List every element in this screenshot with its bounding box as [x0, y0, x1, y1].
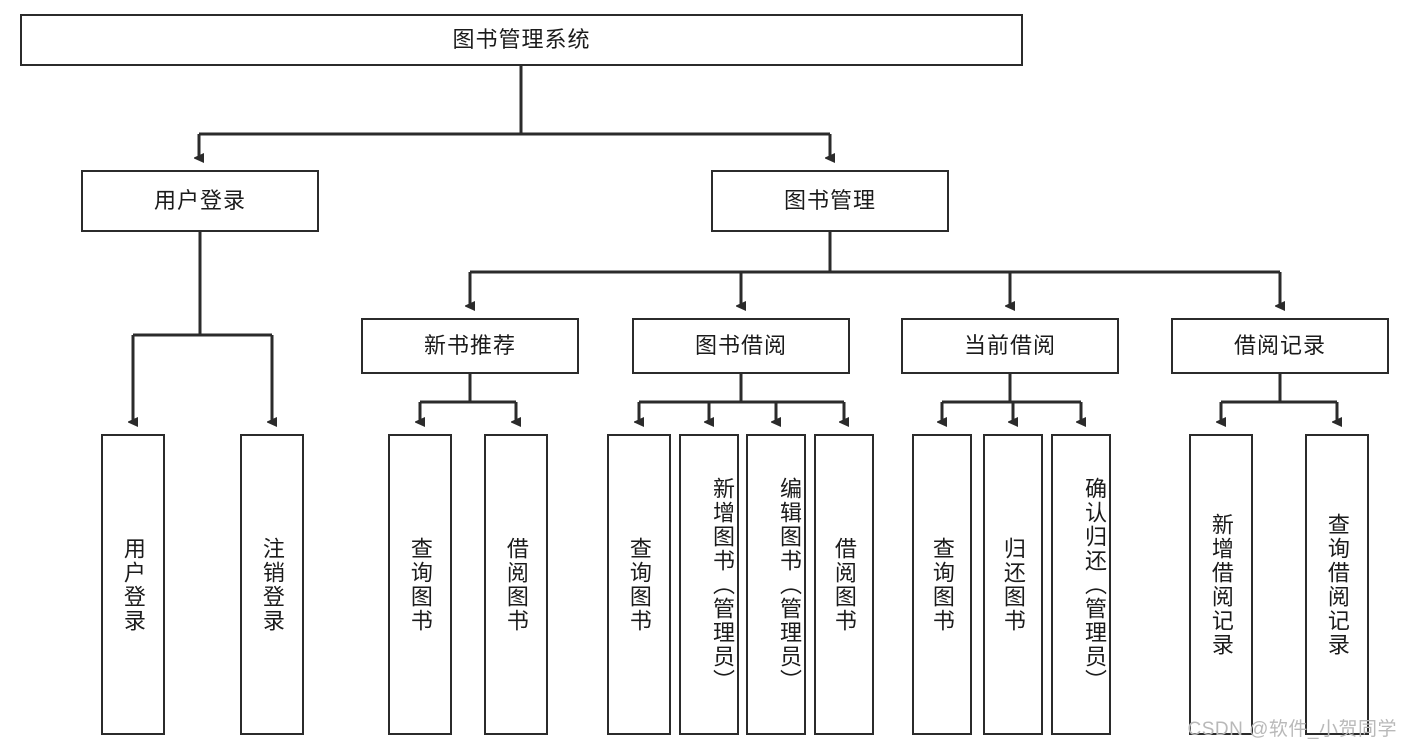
- node-new-book-recommend[interactable]: 新书推荐: [361, 318, 579, 374]
- node-leaf-borrow-book-1-label: 借阅图书: [503, 536, 529, 633]
- watermark-text: CSDN @软件_小贺同学: [1187, 719, 1397, 740]
- node-leaf-add-borrow-record[interactable]: 新增借阅记录: [1189, 434, 1253, 735]
- node-leaf-query-borrow-record-label: 查询借阅记录: [1324, 512, 1350, 657]
- node-leaf-query-book-1[interactable]: 查询图书: [388, 434, 452, 735]
- node-new-book-recommend-label: 新书推荐: [423, 332, 516, 358]
- node-book-manage-label: 图书管理: [783, 187, 876, 213]
- node-book-borrow[interactable]: 图书借阅: [632, 318, 850, 374]
- node-leaf-add-book-admin-label: 新增图书（管理员）: [710, 476, 735, 693]
- node-leaf-borrow-book-2-label: 借阅图书: [831, 536, 857, 633]
- node-leaf-add-book-admin[interactable]: 新增图书（管理员）: [679, 434, 739, 735]
- node-leaf-user-login[interactable]: 用户登录: [101, 434, 165, 735]
- node-leaf-query-borrow-record[interactable]: 查询借阅记录: [1305, 434, 1369, 735]
- node-leaf-query-book-2-label: 查询图书: [626, 536, 652, 633]
- node-current-borrow-label: 当前借阅: [963, 332, 1056, 358]
- node-leaf-edit-book-admin-label: 编辑图书（管理员）: [777, 476, 802, 693]
- node-leaf-borrow-book-1[interactable]: 借阅图书: [484, 434, 548, 735]
- node-leaf-user-logout-label: 注销登录: [259, 536, 285, 633]
- node-user-login-label: 用户登录: [153, 187, 246, 213]
- node-borrow-record[interactable]: 借阅记录: [1171, 318, 1389, 374]
- node-leaf-user-logout[interactable]: 注销登录: [240, 434, 304, 735]
- node-root[interactable]: 图书管理系统: [20, 14, 1023, 66]
- node-book-manage[interactable]: 图书管理: [711, 170, 949, 232]
- node-leaf-return-book-label: 归还图书: [1000, 536, 1026, 633]
- node-leaf-edit-book-admin[interactable]: 编辑图书（管理员）: [746, 434, 806, 735]
- node-leaf-query-book-2[interactable]: 查询图书: [607, 434, 671, 735]
- node-leaf-query-book-3-label: 查询图书: [929, 536, 955, 633]
- node-leaf-confirm-return-admin[interactable]: 确认归还（管理员）: [1051, 434, 1111, 735]
- node-leaf-return-book[interactable]: 归还图书: [983, 434, 1043, 735]
- node-user-login[interactable]: 用户登录: [81, 170, 319, 232]
- node-leaf-query-book-3[interactable]: 查询图书: [912, 434, 972, 735]
- node-current-borrow[interactable]: 当前借阅: [901, 318, 1119, 374]
- node-leaf-add-borrow-record-label: 新增借阅记录: [1208, 512, 1234, 657]
- node-leaf-user-login-label: 用户登录: [120, 536, 146, 633]
- node-leaf-borrow-book-2[interactable]: 借阅图书: [814, 434, 874, 735]
- node-borrow-record-label: 借阅记录: [1233, 332, 1326, 358]
- node-book-borrow-label: 图书借阅: [694, 332, 787, 358]
- node-leaf-query-book-1-label: 查询图书: [407, 536, 433, 633]
- node-root-label: 图书管理系统: [452, 26, 591, 52]
- node-leaf-confirm-return-admin-label: 确认归还（管理员）: [1082, 476, 1107, 693]
